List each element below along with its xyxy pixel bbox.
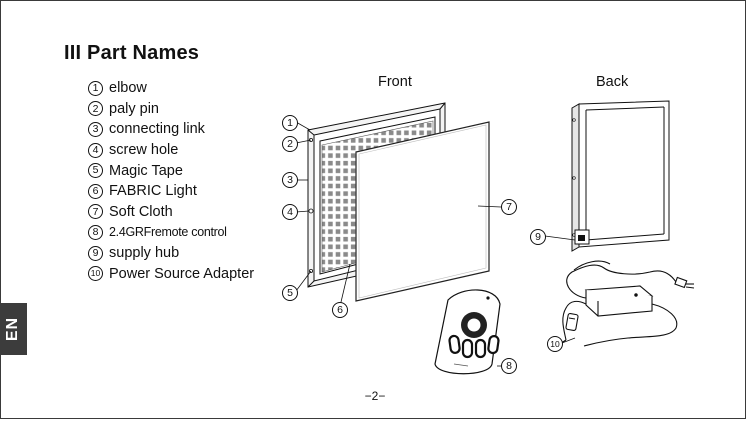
list-item: 6 FABRIC Light — [88, 181, 254, 202]
callout-1: 1 — [282, 115, 298, 131]
callout-5: 5 — [282, 285, 298, 301]
language-tab: EN — [0, 303, 27, 355]
callout-9: 9 — [530, 229, 546, 245]
callout-leaders — [295, 121, 576, 367]
callout-6: 6 — [332, 302, 348, 318]
part-number-badge: 9 — [88, 245, 103, 261]
callout-7: 7 — [501, 199, 517, 215]
part-label: paly pin — [109, 100, 159, 117]
list-item: 8 2.4GRFremote control — [88, 222, 254, 243]
callout-2: 2 — [282, 136, 298, 152]
list-item: 1 elbow — [88, 78, 254, 99]
supply-hub — [574, 229, 590, 245]
power-source-adapter — [547, 260, 695, 348]
part-number-badge: 2 — [88, 101, 103, 117]
soft-cloth-sheet — [355, 121, 490, 302]
part-number-badge: 3 — [88, 121, 103, 137]
list-item: 5 Magic Tape — [88, 160, 254, 181]
list-item: 3 connecting link — [88, 119, 254, 140]
list-item: 4 screw hole — [88, 140, 254, 161]
screw-hole-mark — [308, 208, 314, 214]
section-title: III Part Names — [64, 42, 200, 64]
part-number-badge: 10 — [88, 266, 103, 282]
list-item: 9 supply hub — [88, 243, 254, 264]
part-number-badge: 6 — [88, 183, 103, 199]
callout-10: 10 — [547, 336, 563, 352]
part-label: FABRIC Light — [109, 183, 197, 200]
page-number: −2− — [364, 389, 386, 403]
part-label: Magic Tape — [109, 162, 183, 179]
part-label: connecting link — [109, 121, 205, 138]
part-label: Soft Cloth — [109, 203, 173, 220]
part-number-badge: 5 — [88, 163, 103, 179]
part-number-badge: 7 — [88, 204, 103, 220]
part-number-badge: 1 — [88, 80, 103, 96]
callout-3: 3 — [282, 172, 298, 188]
back-panel — [571, 100, 670, 252]
list-item: 10 Power Source Adapter — [88, 263, 254, 284]
part-label: Power Source Adapter — [109, 265, 255, 282]
back-view-label: Back — [596, 74, 629, 90]
part-label: 2.4GRFremote control — [109, 225, 227, 240]
remote-control — [434, 289, 501, 375]
part-label: supply hub — [109, 245, 180, 262]
part-label: elbow — [109, 80, 147, 97]
part-number-badge: 4 — [88, 142, 103, 158]
list-item: 2 paly pin — [88, 99, 254, 120]
callout-4: 4 — [282, 204, 298, 220]
callout-8: 8 — [501, 358, 517, 374]
part-number-badge: 8 — [88, 224, 103, 240]
language-label: EN — [4, 316, 22, 342]
part-label: screw hole — [109, 142, 179, 159]
front-view-label: Front — [378, 74, 412, 90]
list-item: 7 Soft Cloth — [88, 202, 254, 223]
part-names-list: 1 elbow 2 paly pin 3 connecting link 4 screw… — [88, 78, 254, 284]
